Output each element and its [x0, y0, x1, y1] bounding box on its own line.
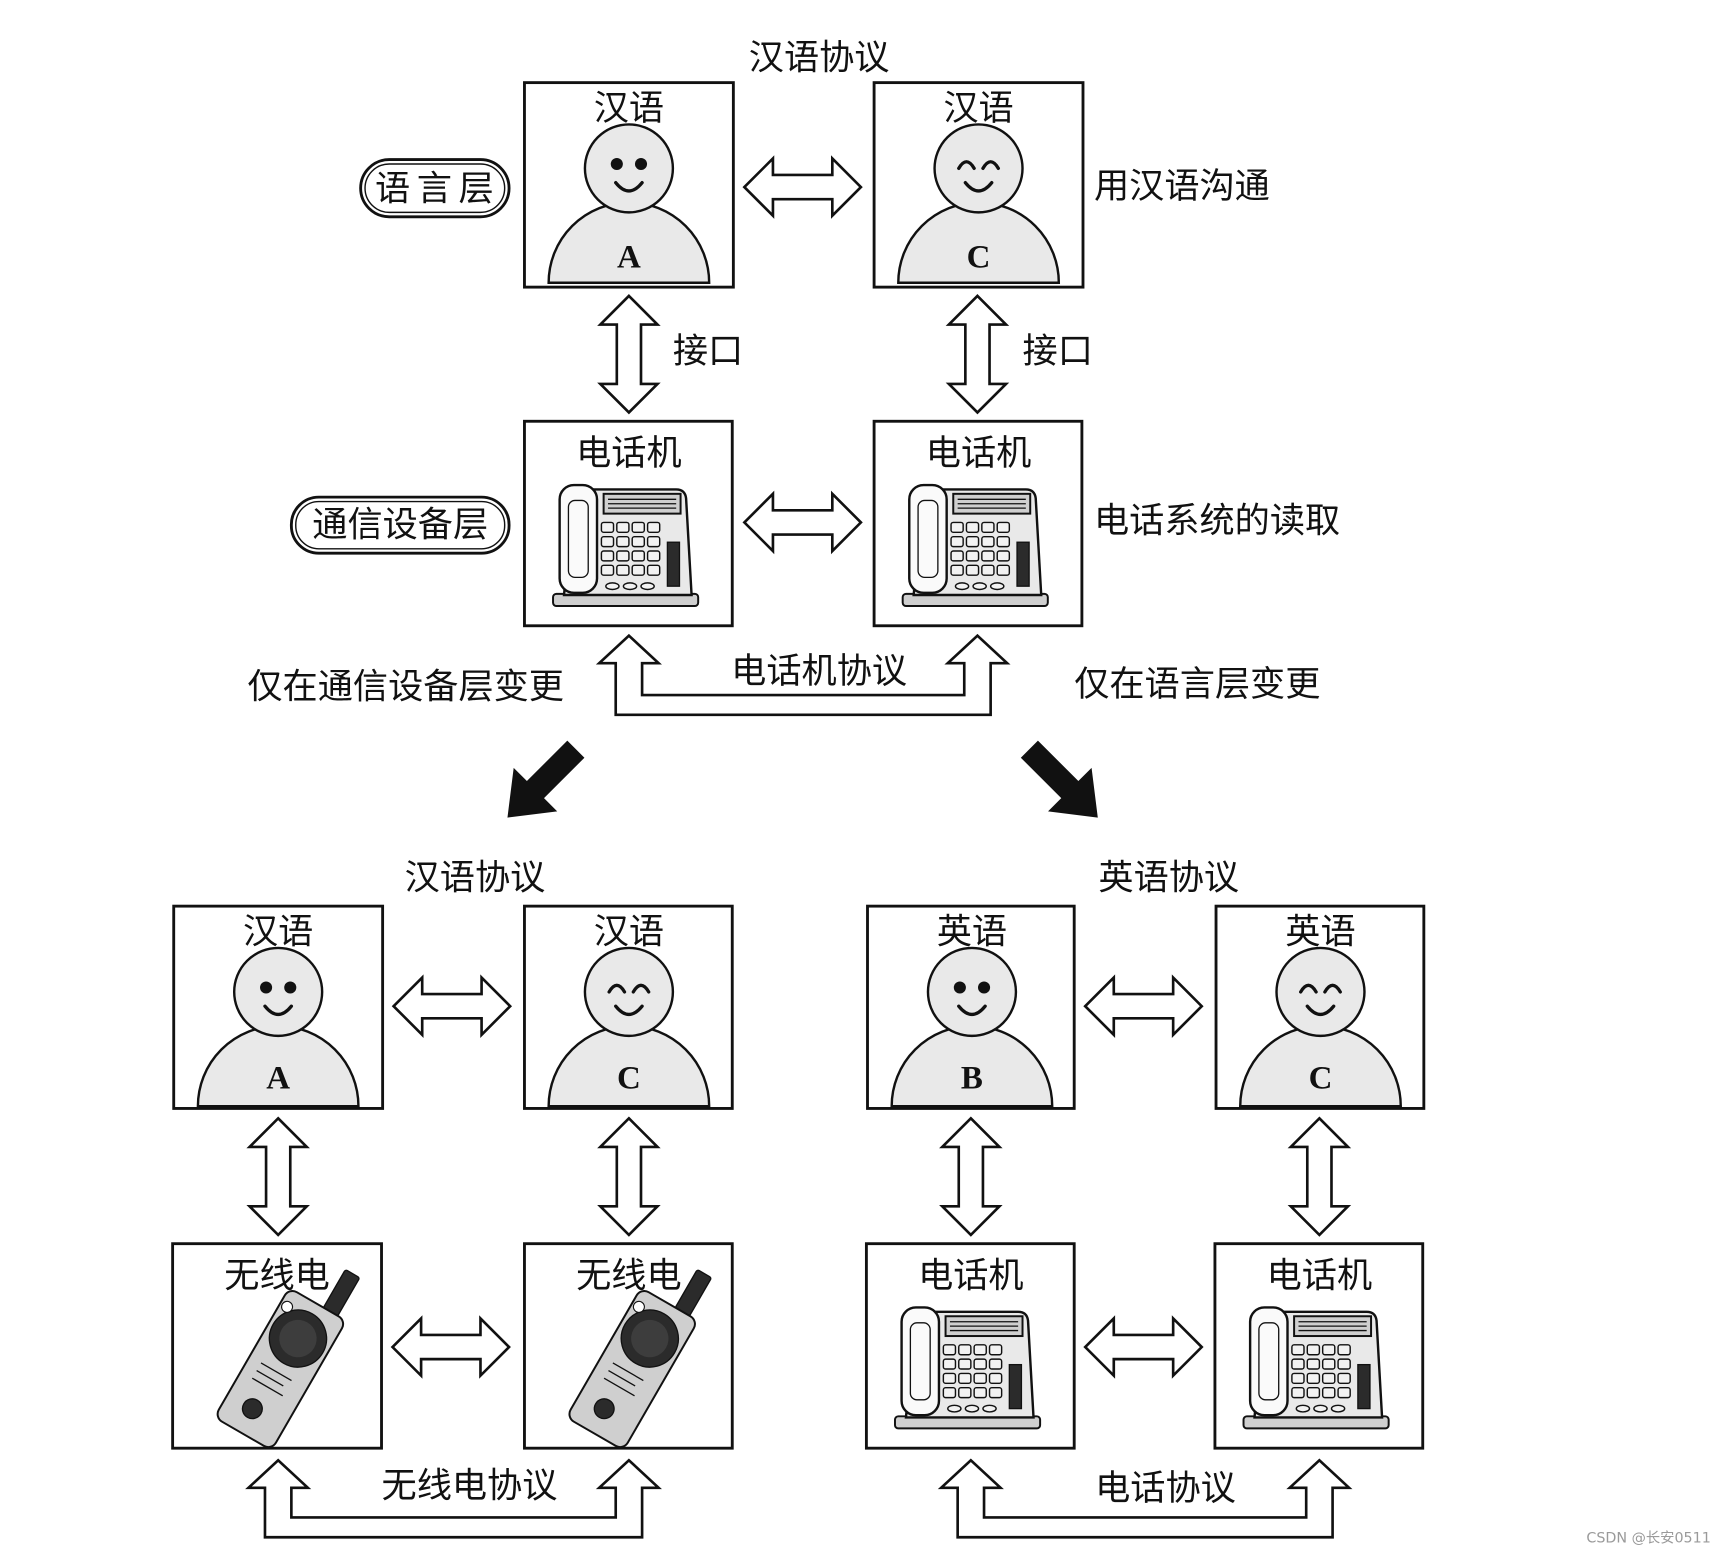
bottom-right-diagram: 英语协议 英语 B 英语 C 电话机 电话机 电话协议	[864, 858, 1426, 1539]
person-letter: C	[1309, 1061, 1333, 1097]
person-c-box: 英语 C	[1214, 904, 1426, 1110]
device-exchange-arrow	[743, 492, 863, 553]
top-diagram: 汉语协议 语言层 汉语 A 汉语 C 用汉语沟通 接口 接口 通信设备层	[247, 37, 1340, 717]
device-layer-label: 通信设备层	[312, 505, 488, 546]
interface-label-left: 接口	[673, 331, 743, 372]
language-layer-label: 语言层	[375, 168, 500, 209]
interface-arrow-right	[1289, 1117, 1350, 1237]
device-protocol-label: 电话机协议	[731, 651, 907, 692]
bottom-left-protocol-title: 汉语协议	[405, 858, 546, 899]
right-branch-caption: 仅在语言层变更	[1074, 664, 1320, 705]
interface-arrow-left	[940, 1117, 1001, 1237]
language-layer-note: 用汉语沟通	[1094, 166, 1270, 207]
telephone-icon	[901, 483, 1050, 608]
down-right-arrow-icon	[1007, 727, 1120, 840]
person-a-box: 汉语 A	[172, 904, 385, 1110]
phone-a-box: 电话机	[523, 419, 734, 628]
person-letter: C	[617, 1061, 641, 1097]
person-letter: A	[617, 239, 641, 275]
interface-arrow-left	[248, 1117, 309, 1237]
language-exchange-arrow	[743, 157, 863, 217]
device-label: 电话机	[926, 433, 1032, 474]
person-language-label: 英语	[937, 912, 1007, 953]
device-protocol-connector	[595, 633, 1011, 717]
device-label: 无线电	[224, 1256, 330, 1297]
radio-protocol-connector	[245, 1458, 662, 1539]
person-language-label: 汉语	[594, 912, 664, 953]
left-branch-caption: 仅在通信设备层变更	[247, 666, 564, 707]
device-exchange-arrow	[1083, 1317, 1204, 1377]
device-label: 电话机	[918, 1256, 1024, 1297]
person-language-label: 汉语	[594, 88, 664, 129]
language-layer-pill: 语言层	[359, 158, 511, 219]
device-layer-note: 电话系统的读取	[1094, 500, 1340, 541]
top-protocol-title: 汉语协议	[749, 37, 890, 78]
phone-c-box: 电话机	[1213, 1242, 1425, 1450]
interface-label-right: 接口	[1023, 331, 1093, 372]
language-exchange-arrow	[392, 976, 512, 1037]
person-language-label: 英语	[1285, 912, 1355, 953]
person-a-box: 汉语 A	[523, 81, 735, 289]
device-label: 电话机	[1267, 1256, 1373, 1297]
person-language-label: 汉语	[243, 912, 313, 953]
device-exchange-arrow	[391, 1317, 511, 1377]
radio-protocol-label: 无线电协议	[382, 1466, 558, 1507]
person-language-label: 汉语	[943, 88, 1013, 129]
telephone-icon	[551, 483, 700, 608]
interface-arrow-right	[599, 1117, 659, 1237]
phone-c-box: 电话机	[872, 419, 1084, 628]
device-layer-pill: 通信设备层	[289, 495, 511, 555]
person-c-box: 汉语 C	[523, 904, 734, 1110]
radio-a-box: 无线电	[171, 1242, 383, 1452]
person-b-box: 英语 B	[866, 904, 1076, 1110]
telephone-icon	[893, 1306, 1042, 1430]
phone-b-box: 电话机	[864, 1242, 1076, 1450]
radio-c-box: 无线电	[523, 1242, 734, 1452]
interface-arrow-right	[947, 294, 1008, 414]
device-label: 电话机	[576, 433, 682, 474]
device-label: 无线电	[576, 1256, 682, 1297]
bottom-left-diagram: 汉语协议 汉语 A 汉语 C 无线电 无线电 无线电协议	[171, 858, 734, 1539]
language-exchange-arrow	[1083, 976, 1204, 1037]
person-letter: B	[961, 1061, 983, 1097]
bottom-right-protocol-title: 英语协议	[1098, 858, 1239, 899]
person-c-box: 汉语 C	[872, 81, 1085, 289]
interface-arrow-left	[599, 294, 659, 414]
phone-protocol-connector	[937, 1458, 1353, 1539]
down-left-arrow-icon	[485, 727, 598, 840]
person-letter: C	[967, 239, 991, 275]
telephone-icon	[1242, 1306, 1390, 1430]
person-letter: A	[266, 1061, 290, 1097]
phone-protocol-label: 电话协议	[1095, 1468, 1236, 1509]
watermark: CSDN @长安0511	[1586, 1530, 1710, 1547]
